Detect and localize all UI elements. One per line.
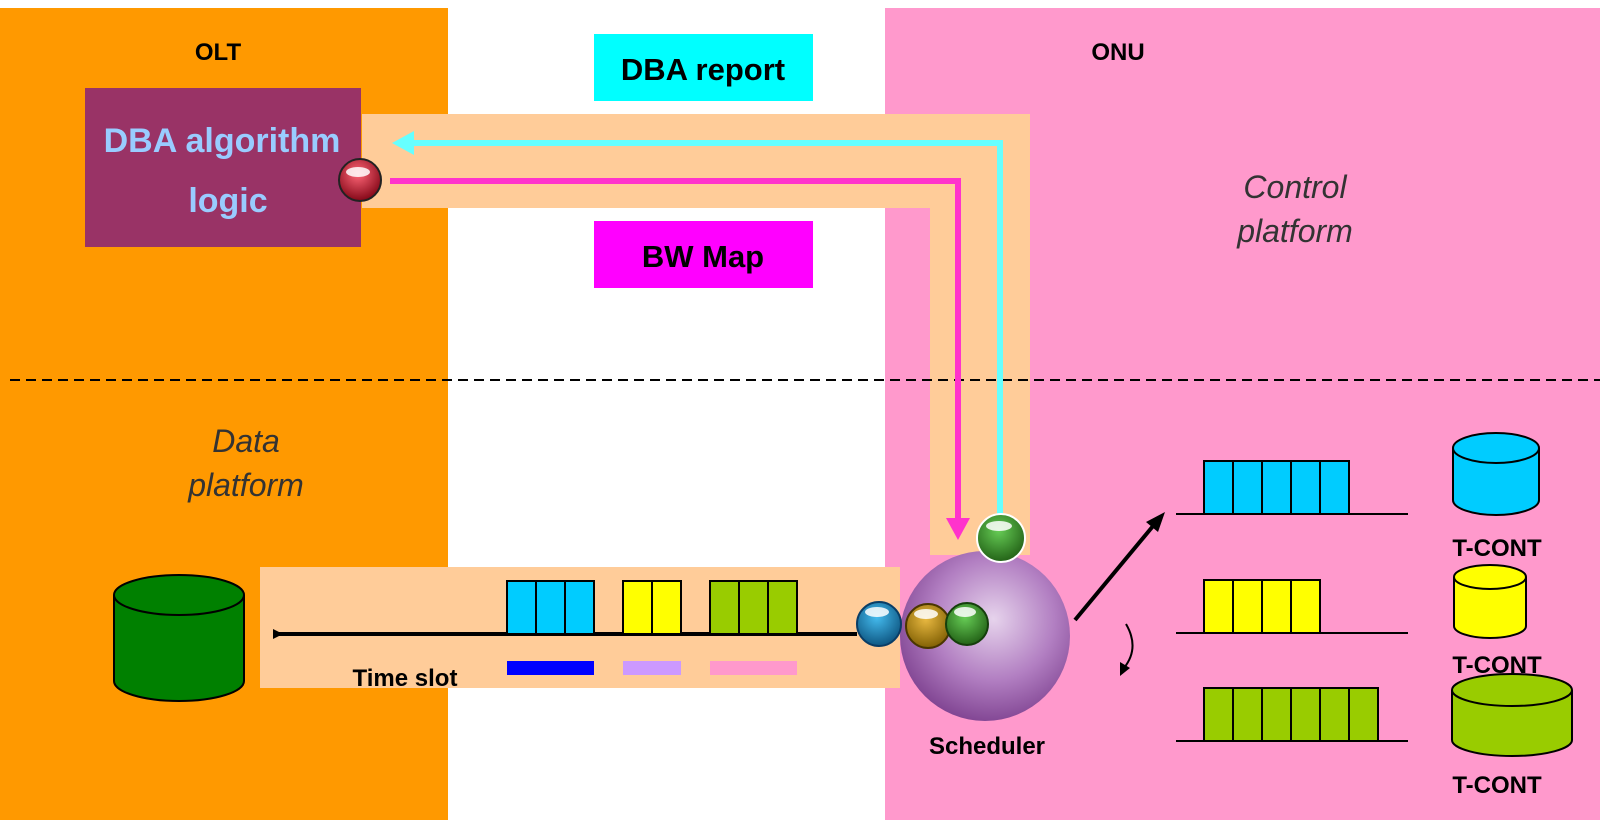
bw-map-tag (594, 221, 813, 288)
burst-cell (651, 580, 682, 635)
bw-map-arrowhead (946, 518, 970, 540)
tcont-queue-3 (1176, 687, 1408, 742)
scheduler-rotation-arrow (1123, 623, 1134, 669)
dba-port-highlight (346, 167, 370, 177)
upstream-bursts (506, 580, 798, 675)
olt-storage-icon (113, 574, 245, 702)
burst-cell (767, 580, 798, 635)
tcont-1-icon (1452, 432, 1540, 516)
queue-cell (1232, 579, 1263, 634)
report-port-highlight (986, 521, 1012, 531)
tcont-3-label: T-CONT (1452, 772, 1542, 799)
tcont-queues (1176, 460, 1408, 742)
scheduler-rotation-arrowhead (1120, 662, 1130, 676)
scheduler-to-tcont-arrowhead (1146, 512, 1165, 532)
olt-label: OLT (195, 39, 242, 66)
data-platform-line1: Data (212, 423, 280, 459)
queue-cell (1348, 687, 1379, 742)
control-band (362, 114, 1030, 555)
tcont-2-icon (1453, 564, 1527, 639)
burst-cell (709, 580, 740, 635)
queue-cell (1203, 687, 1234, 742)
control-platform-line1: Control (1243, 169, 1347, 205)
queue-cell (1319, 687, 1350, 742)
burst-cell (622, 580, 653, 635)
queue-cell (1290, 687, 1321, 742)
queue-cell (1232, 687, 1263, 742)
tcont-queue-1 (1176, 460, 1408, 515)
upstream-burst-2 (622, 580, 682, 675)
scheduler-label: Scheduler (929, 733, 1045, 760)
queue-cell (1261, 579, 1292, 634)
output-ball-green-highlight (954, 607, 976, 617)
dba-report-label: DBA report (621, 52, 785, 87)
queue-cell (1203, 460, 1234, 515)
onu-label: ONU (1091, 39, 1144, 66)
output-ball-gold-highlight (914, 609, 938, 619)
burst-cell (535, 580, 566, 635)
time-slot-bar (710, 661, 797, 675)
queue-cell (1319, 460, 1350, 515)
queue-cell (1203, 579, 1234, 634)
dba-report-arrowhead (392, 131, 414, 155)
tcont-1-label: T-CONT (1452, 535, 1542, 562)
scheduler-to-tcont-arrow (1073, 518, 1160, 622)
bw-map-label: BW Map (642, 239, 764, 274)
dba-logic-line2: logic (188, 182, 267, 220)
burst-cell (564, 580, 595, 635)
queue-cell (1261, 687, 1292, 742)
bw-map-arrow (390, 178, 961, 522)
output-ball-blue-highlight (865, 607, 889, 617)
tcont-3-icon (1451, 673, 1573, 757)
burst-cell (506, 580, 537, 635)
tcont-queue-2 (1176, 579, 1408, 634)
time-slot-bar (507, 661, 594, 675)
upstream-burst-3 (709, 580, 798, 675)
dba-port-ball (338, 158, 382, 202)
dba-logic-line1: DBA algorithm (104, 122, 341, 160)
time-slot-label: Time slot (353, 665, 458, 692)
time-slot-bar (623, 661, 681, 675)
control-platform-line2: platform (1236, 213, 1353, 249)
queue-cell (1232, 460, 1263, 515)
dba-report-arrow (410, 140, 1003, 520)
burst-cell (738, 580, 769, 635)
queue-cell (1290, 460, 1321, 515)
dba-report-tag (594, 34, 813, 101)
data-platform-line2: platform (187, 467, 304, 503)
queue-cell (1261, 460, 1292, 515)
upstream-burst-1 (506, 580, 595, 675)
dba-logic-box (85, 88, 361, 247)
queue-cell (1290, 579, 1321, 634)
